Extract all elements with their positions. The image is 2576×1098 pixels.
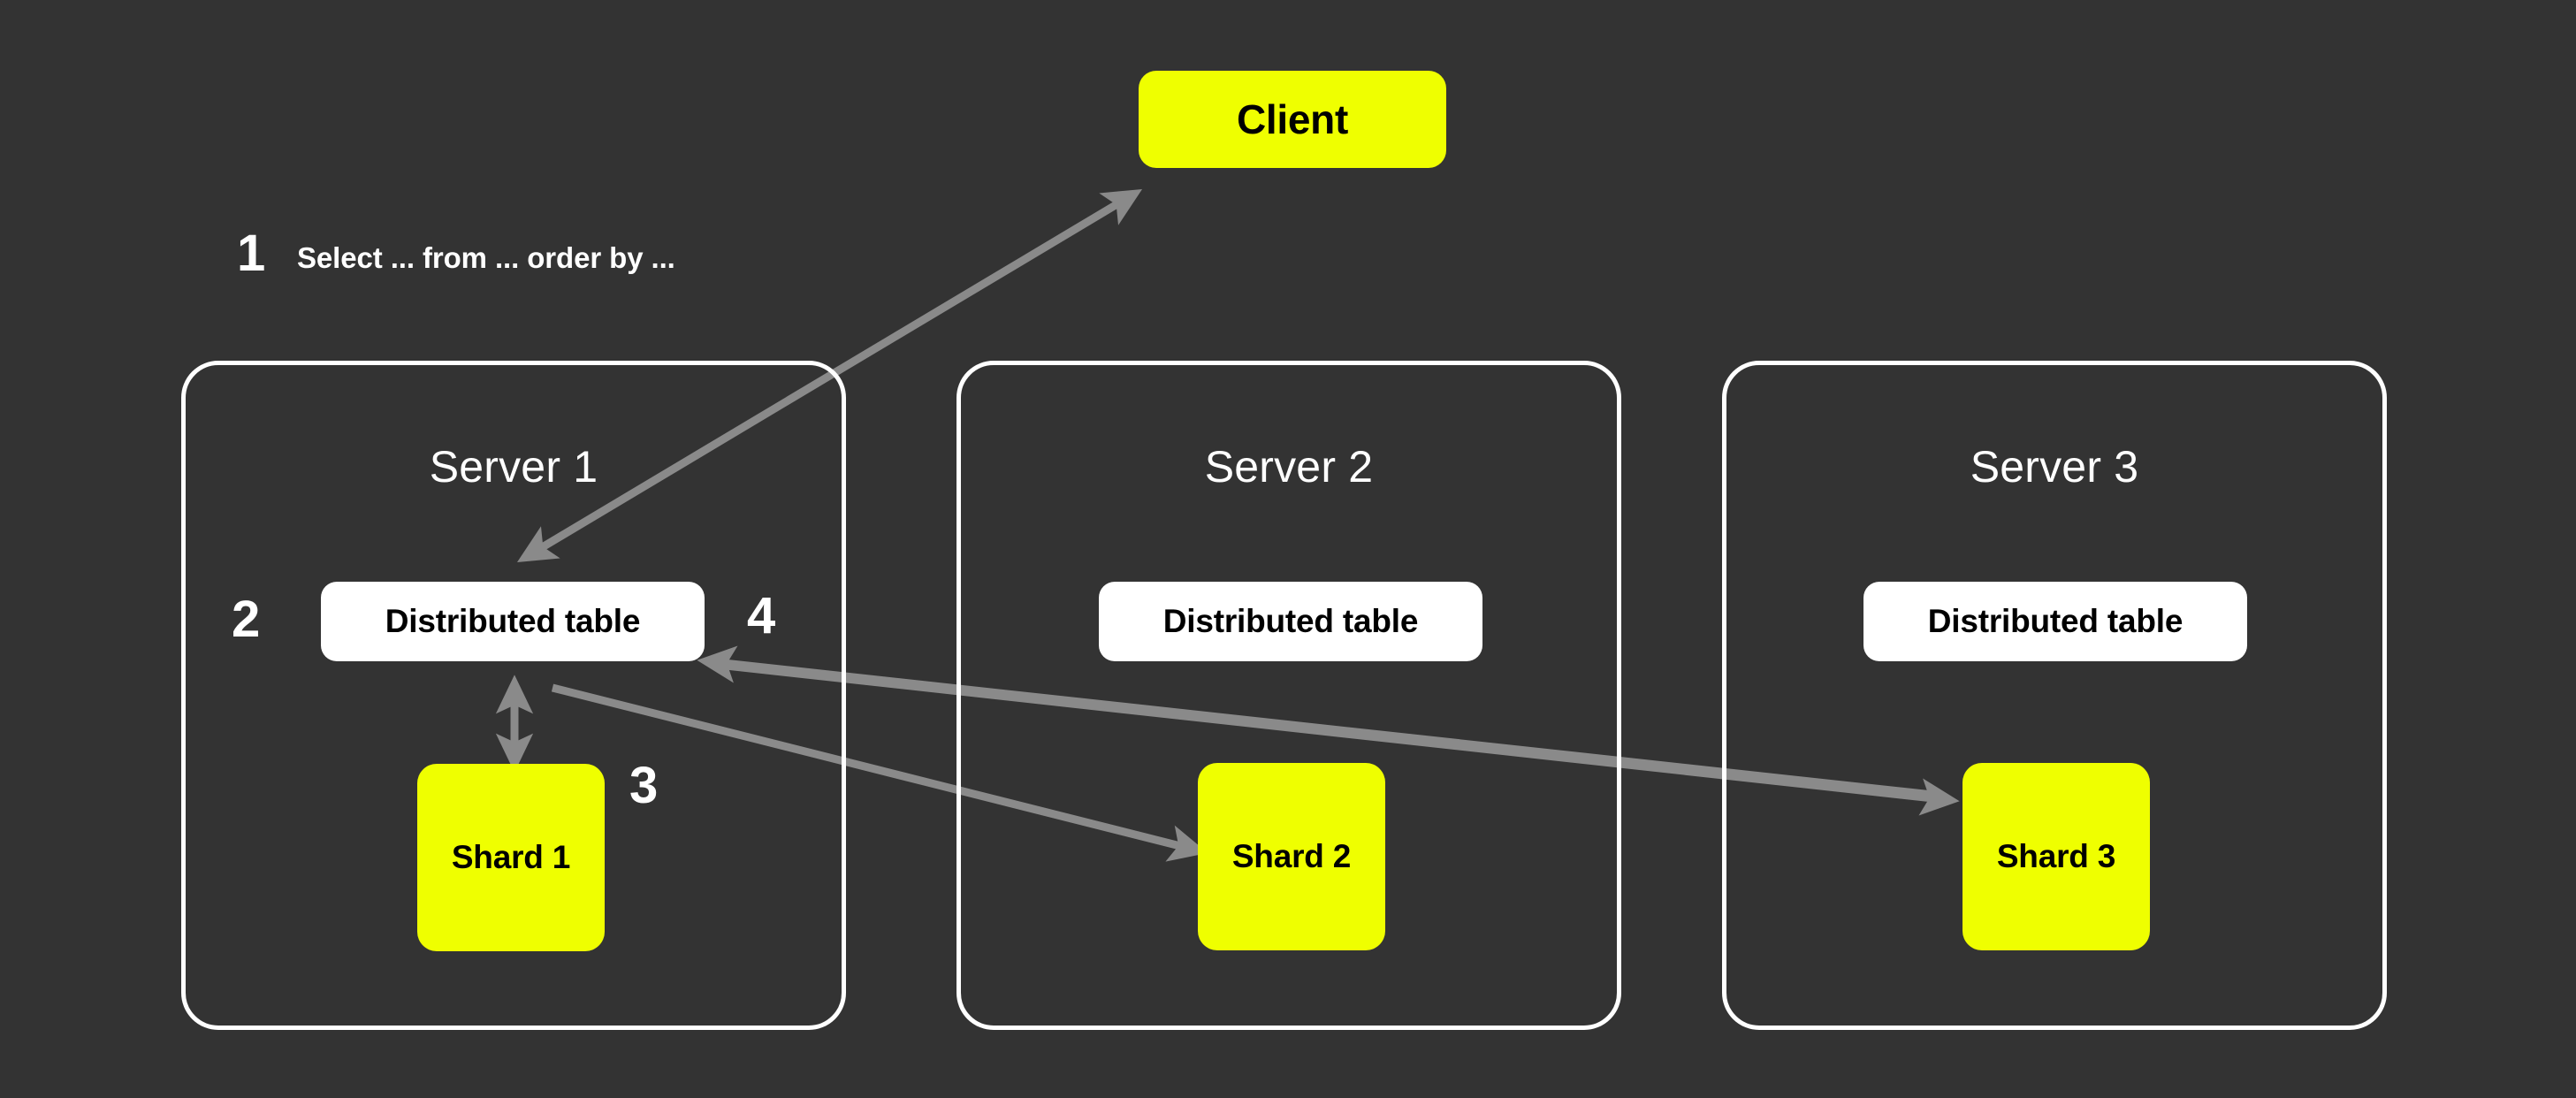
distributed-table-server-2-label: Distributed table: [1162, 603, 1419, 639]
server-2-title: Server 2: [1204, 442, 1374, 492]
distributed-table-server-3[interactable]: Distributed table: [1863, 582, 2247, 661]
distributed-table-server-2[interactable]: Distributed table: [1099, 582, 1482, 661]
distributed-table-server-3-label: Distributed table: [1927, 603, 2184, 639]
client-label: Client: [1237, 96, 1348, 142]
step-number-3: 3: [629, 757, 659, 814]
step-number-4: 4: [747, 587, 776, 644]
shard-1-label: Shard 1: [451, 839, 571, 875]
distributed-table-server-1[interactable]: Distributed table: [321, 582, 705, 661]
step-number-2: 2: [232, 591, 261, 648]
shard-3-label: Shard 3: [1996, 838, 2116, 874]
query-caption: Select ... from ... order by ...: [297, 241, 675, 274]
distributed-table-server-1-label: Distributed table: [385, 603, 641, 639]
server-3-title: Server 3: [1970, 442, 2139, 492]
server-1-title: Server 1: [429, 442, 598, 492]
shard-2-label: Shard 2: [1231, 838, 1352, 874]
step-number-1: 1: [237, 225, 266, 282]
shard-box-3[interactable]: Shard 3: [1962, 763, 2150, 950]
shard-box-2[interactable]: Shard 2: [1198, 763, 1385, 950]
client-box[interactable]: Client: [1139, 71, 1446, 168]
shard-box-1[interactable]: Shard 1: [417, 764, 605, 951]
